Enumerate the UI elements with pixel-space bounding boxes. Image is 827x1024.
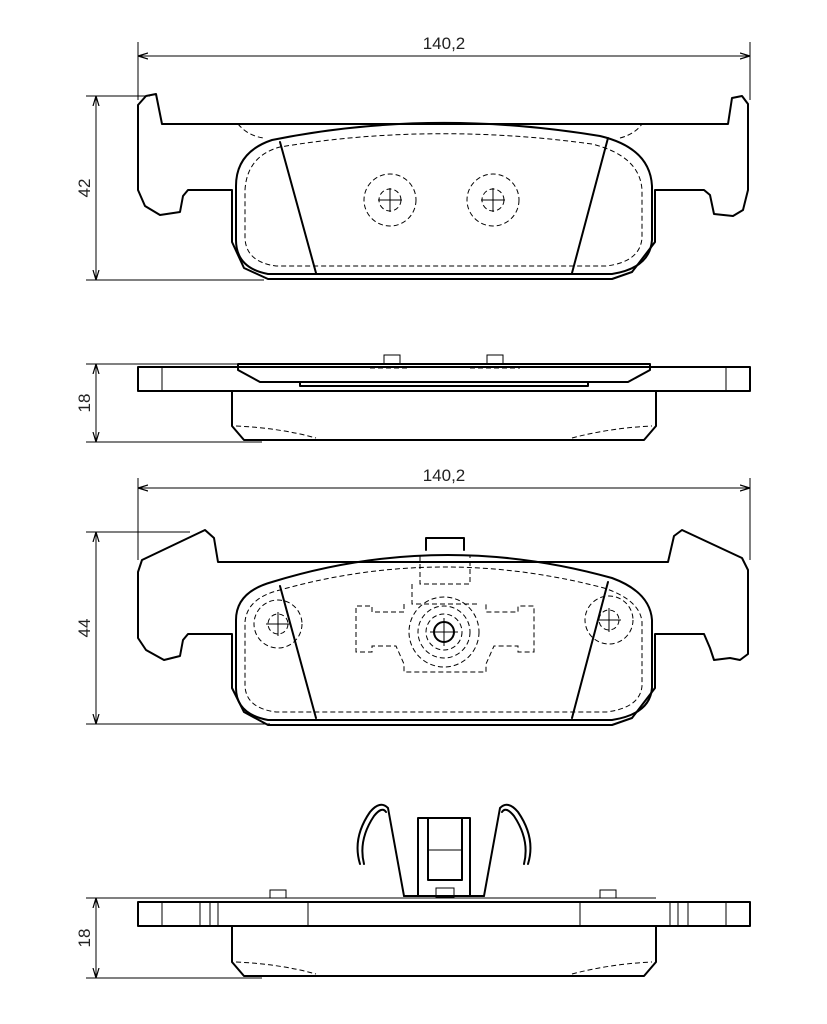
side-bottom-friction-material: [231, 925, 657, 977]
spring-clip: [356, 803, 532, 898]
dimension-mid-height-label: 44: [75, 619, 94, 638]
dimension-top-height-label: 42: [75, 179, 94, 198]
mid-top-tab: [425, 537, 465, 551]
dimension-top-height: 42: [75, 95, 264, 281]
top-backing-plate: [137, 93, 749, 280]
side-bottom-backing-plate: [137, 901, 751, 927]
side-view-top: [137, 354, 751, 441]
dimension-top-width-label: 140,2: [423, 34, 466, 53]
side-view-bottom: [137, 803, 751, 977]
mid-pin-right: [584, 595, 634, 645]
top-chamfer-left: [279, 141, 317, 274]
back-plate-view: [137, 529, 749, 726]
side-top-backing-plate: [137, 366, 751, 392]
mid-backing-plate: [137, 529, 749, 726]
top-pin-left: [363, 173, 417, 227]
dimension-mid-width: 140,2: [137, 466, 751, 560]
center-clip-outline: [355, 596, 535, 673]
top-pin-right: [466, 173, 520, 227]
mid-friction-pad: [235, 553, 653, 721]
dimension-side-bottom-thickness: 18: [75, 897, 262, 979]
mid-pin-left: [253, 599, 303, 649]
top-chamfer-right: [571, 137, 609, 274]
dimension-mid-height: 44: [75, 531, 270, 725]
dimension-side-top-thickness-label: 18: [75, 394, 94, 413]
dimension-side-top-thickness: 18: [75, 363, 262, 443]
dimension-side-bottom-thickness-label: 18: [75, 929, 94, 948]
dimension-top-width: 140,2: [137, 34, 751, 100]
top-friction-pad: [235, 121, 653, 275]
top-pad-view: [137, 93, 749, 280]
side-top-friction-material: [231, 390, 657, 441]
dimension-mid-width-label: 140,2: [423, 466, 466, 485]
